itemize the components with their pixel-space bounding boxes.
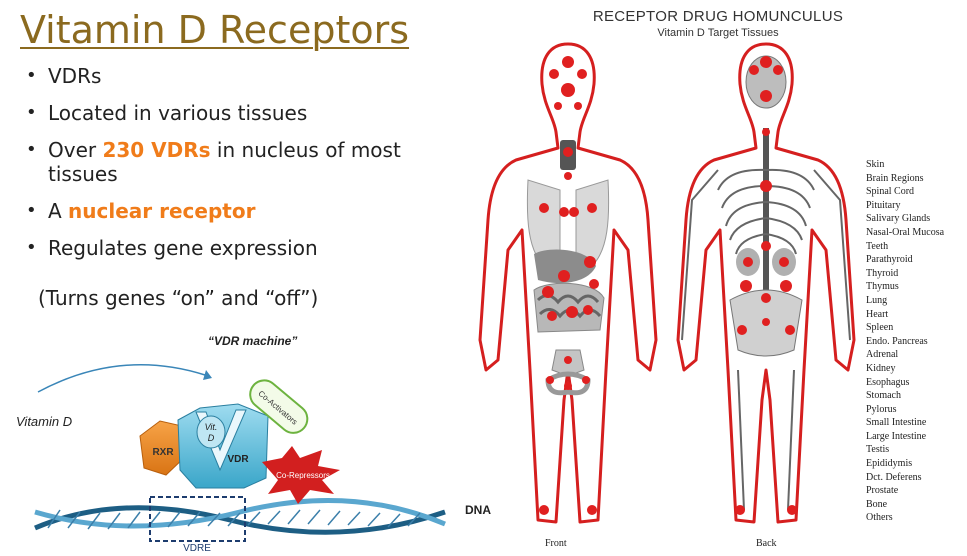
tissue-item: Pituitary <box>866 199 901 211</box>
tissue-item: Large Intestine <box>866 430 927 442</box>
tissue-item: Dct. Deferens <box>866 471 922 483</box>
homunculus-title: RECEPTOR DRUG HOMUNCULUS <box>592 8 844 25</box>
tissue-item: Spleen <box>866 322 894 334</box>
bullet-text: VDRs <box>48 64 102 88</box>
tissue-item: Bone <box>866 498 888 510</box>
tissue-item: Salivary Glands <box>866 213 931 225</box>
tissue-item: Heart <box>866 308 889 320</box>
vdr-machine-diagram: VDRE RXR Vit. D VDR Co-Activators Co-Rep… <box>34 364 446 554</box>
tissue-item: Lung <box>866 294 888 306</box>
bullet-highlight: 230 VDRs <box>102 138 211 162</box>
tissue-item: Brain Regions <box>866 172 924 184</box>
dna-helix <box>34 497 446 535</box>
bullet-item: Regulates gene expression <box>26 236 446 260</box>
tissue-item: Skin <box>866 159 885 170</box>
tissue-item: Nasal-Oral Mucosa <box>866 226 945 238</box>
tissue-item: Spinal Cord <box>866 186 915 198</box>
back-figure <box>676 42 856 524</box>
tissue-item: Prostate <box>866 485 899 497</box>
tissue-item: Testis <box>866 444 890 456</box>
vitamin-d-ligand <box>196 415 226 449</box>
bullet-text: Located in various tissues <box>48 101 308 125</box>
tissue-item: Kidney <box>866 362 896 374</box>
tissue-item: Thymus <box>866 281 899 293</box>
tissue-item: Parathyroid <box>866 254 913 266</box>
vit-d-label-2: D <box>208 433 215 443</box>
binding-arrow <box>37 364 206 393</box>
tissue-item: Esophagus <box>866 376 910 388</box>
tissue-item: Small Intestine <box>866 417 927 429</box>
bullet-text: Over <box>48 138 103 162</box>
vdr-machine-label: “VDR machine” <box>208 334 298 348</box>
tissue-item: Pylorus <box>866 403 897 415</box>
bullet-highlight: nuclear receptor <box>68 199 256 223</box>
vdre-box <box>149 496 246 542</box>
rxr-label: RXR <box>152 447 174 458</box>
vdre-label: VDRE <box>183 543 211 554</box>
dna-label: DNA <box>465 503 491 517</box>
tissue-item: Thyroid <box>866 267 899 279</box>
vit-d-label: Vit. <box>205 422 218 432</box>
bullet-item: Located in various tissues <box>26 101 446 125</box>
gene-note: (Turns genes “on” and “off”) <box>38 286 319 310</box>
tissue-item: Endo. Pancreas <box>866 335 928 347</box>
bullet-list: VDRs Located in various tissues Over 230… <box>26 64 446 273</box>
tissue-item: Epididymis <box>866 458 913 470</box>
bullet-text: in nucleus of most tissues <box>48 138 401 186</box>
tissue-item: Others <box>866 512 893 524</box>
tissue-item: Stomach <box>866 390 901 402</box>
back-label: Back <box>756 538 777 549</box>
body-figures <box>478 42 856 524</box>
bullet-item: A nuclear receptor <box>26 199 446 223</box>
bullet-item: Over 230 VDRs in nucleus of most tissues <box>26 138 446 186</box>
front-label: Front <box>545 538 567 549</box>
corepressors-shape <box>262 446 340 504</box>
vdr-label: VDR <box>227 454 249 465</box>
arrow-head-icon <box>203 370 212 380</box>
vitamin-d-label: Vitamin D <box>16 414 73 429</box>
homunculus-subtitle: Vitamin D Target Tissues <box>657 27 779 39</box>
bullet-text: Regulates gene expression <box>48 236 318 260</box>
corepressors-label: Co-Repressors <box>276 471 330 480</box>
front-figure <box>478 42 658 524</box>
bullet-text: A <box>48 199 69 223</box>
slide-title: Vitamin D Receptors <box>20 8 410 52</box>
bullet-item: VDRs <box>26 64 446 88</box>
tissue-item: Teeth <box>866 240 889 252</box>
tissue-item: Adrenal <box>866 349 899 361</box>
